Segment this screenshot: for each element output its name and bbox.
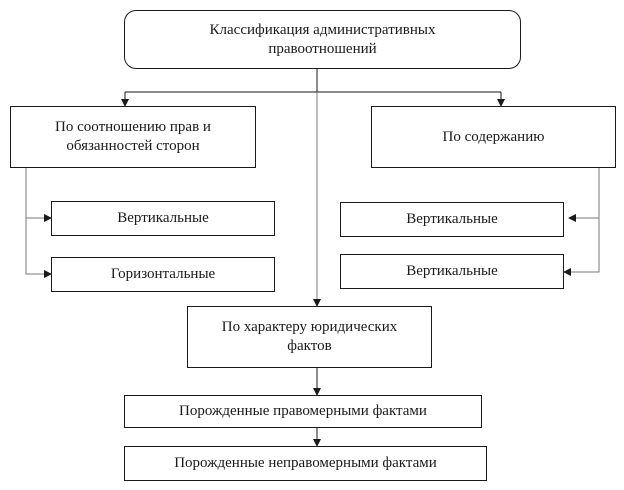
root-label-line1: Классификация административных [209, 21, 436, 38]
legal-facts-node: По характеру юридических фактов [187, 306, 432, 368]
child-label: Порожденные правомерными фактами [179, 403, 427, 419]
content-label: По содержанию [442, 128, 545, 145]
content-node: По содержанию [371, 106, 616, 168]
rights-duties-label-line2: обязанностей сторон [66, 138, 200, 154]
content-child-2: Вертикальные [340, 254, 564, 289]
child-label: Вертикальные [406, 211, 498, 227]
legal-facts-child-unlawful: Порожденные неправомерными фактами [124, 446, 487, 481]
child-label: Порожденные неправомерными фактами [174, 455, 437, 471]
child-label: Горизонтальные [110, 266, 216, 282]
left-connector [25, 168, 52, 278]
rights-duties-child-vertical: Вертикальные [51, 201, 275, 236]
legal-facts-child-lawful: Порожденные правомерными фактами [124, 395, 482, 428]
rights-duties-node: По соотношению прав и обязанностей сторо… [10, 106, 256, 168]
rights-duties-label-line1: По соотношению прав и [55, 119, 211, 135]
root-label-line2: правоотношений [268, 40, 377, 57]
child-label: Вертикальные [406, 263, 498, 279]
legal-facts-label-line2: фактов [287, 338, 332, 354]
content-child-1: Вертикальные [340, 202, 564, 237]
right-connector [563, 168, 600, 276]
child-label: Вертикальные [117, 210, 209, 226]
root-node: Классификация административных правоотно… [124, 10, 521, 69]
legal-facts-label-line1: По характеру юридических [221, 319, 398, 335]
rights-duties-child-horizontal: Горизонтальные [51, 257, 275, 292]
